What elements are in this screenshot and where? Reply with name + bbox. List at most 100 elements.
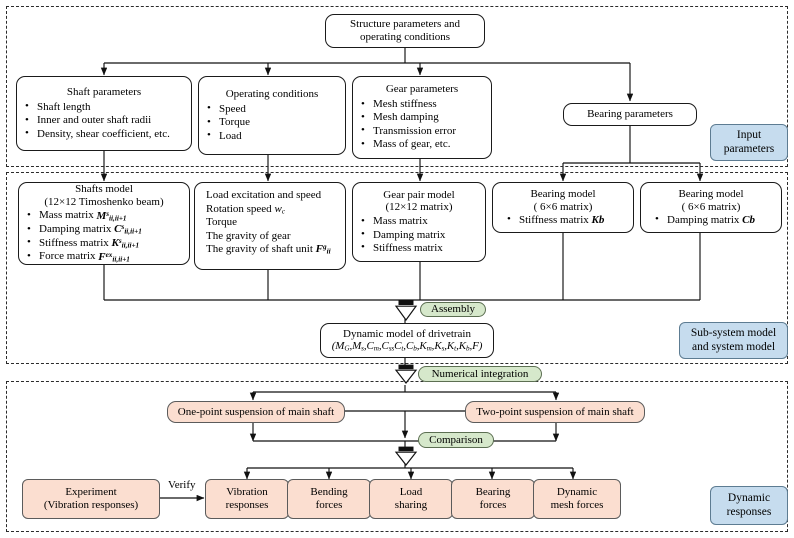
gear-pair-title: Gear pair model — [383, 188, 455, 201]
item-text: Damping matrix — [39, 223, 112, 236]
node-bearing-forces[interactable]: Bearing forces — [451, 479, 535, 519]
node-bearing-model-stiffness[interactable]: Bearing model ( 6×6 matrix) Stiffness ma… — [492, 182, 634, 233]
load-excitation-line-4: The gravity of shaft unit Fgii — [206, 243, 331, 256]
list-item: Density, shear coefficient, etc. — [22, 127, 186, 141]
section-label-dynamic-line1: Dynamic — [727, 492, 771, 505]
gear-parameters-list: Mesh stiffness Mesh damping Transmission… — [358, 98, 486, 152]
list-item: Force matrix Fexii,ii+1 — [24, 250, 184, 264]
load-sharing-line2: sharing — [394, 499, 428, 511]
two-point-suspension-label: Two-point suspension of main shaft — [476, 405, 634, 418]
dynamic-model-title: Dynamic model of drivetrain — [343, 327, 471, 340]
list-item: Mesh damping — [358, 111, 486, 125]
dynamic-model-formula: (MG,Ms,Cm,CssCt,Cb,Km,Ks,Kt,Kb,F) — [331, 340, 483, 353]
label-comparison[interactable]: Comparison — [418, 432, 494, 448]
item-symbol: Cb — [742, 213, 755, 226]
section-frame-dynamic — [6, 381, 788, 532]
item-symbol: Kb — [591, 213, 605, 226]
list-item: Mesh stiffness — [358, 98, 486, 112]
gear-pair-list: Mass matrix Damping matrix Stiffness mat… — [358, 215, 480, 256]
shaft-parameters-list: Shaft length Inner and outer shaft radii… — [22, 100, 186, 141]
section-label-dynamic-line2: responses — [726, 505, 772, 518]
node-shafts-model[interactable]: Shafts model (12×12 Timoshenko beam) Mas… — [18, 182, 190, 265]
list-item: Stiffness matrix — [358, 241, 480, 255]
load-excitation-line-3: The gravity of gear — [206, 229, 291, 242]
node-one-point-suspension[interactable]: One-point suspension of main shaft — [167, 401, 345, 423]
list-item: Speed — [204, 102, 340, 116]
list-item: Mass matrix — [358, 215, 480, 229]
section-label-subsystem-line2: and system model — [691, 340, 776, 353]
assembly-label-text: Assembly — [431, 303, 475, 316]
bending-forces-line2: forces — [315, 499, 343, 511]
vibration-responses-line1: Vibration — [226, 486, 268, 499]
node-bearing-parameters[interactable]: Bearing parameters — [563, 103, 697, 126]
operating-conditions-title: Operating conditions — [225, 88, 319, 101]
dynamic-mesh-forces-line1: Dynamic — [556, 486, 598, 499]
label-assembly[interactable]: Assembly — [420, 302, 486, 317]
node-experiment[interactable]: Experiment (Vibration responses) — [22, 479, 160, 519]
bearing-damping-subtitle: ( 6×6 matrix) — [681, 200, 741, 213]
shaft-parameters-title: Shaft parameters — [66, 86, 142, 99]
node-bending-forces[interactable]: Bending forces — [287, 479, 371, 519]
item-text: Mass matrix — [39, 209, 94, 222]
node-title-line2: operating conditions — [359, 31, 451, 43]
list-item: Stiffness matrix Kb — [504, 213, 628, 227]
node-vibration-responses[interactable]: Vibration responses — [205, 479, 289, 519]
node-title-line1: Structure parameters and — [350, 18, 460, 31]
one-point-suspension-label: One-point suspension of main shaft — [177, 405, 335, 418]
shafts-model-title: Shafts model — [75, 182, 133, 195]
section-frame-input — [6, 6, 788, 167]
item-text: Stiffness matrix — [39, 236, 109, 249]
list-item: Load — [204, 129, 340, 143]
list-item: Damping matrix Cb — [652, 213, 776, 227]
list-item: Stiffness matrix Ksii,ii+1 — [24, 236, 184, 251]
shafts-model-list: Mass matrix Msii,ii+1 Damping matrix Csi… — [24, 209, 184, 264]
shafts-model-subtitle: (12×12 Timoshenko beam) — [44, 195, 164, 208]
node-dynamic-model-of-drivetrain[interactable]: Dynamic model of drivetrain (MG,Ms,Cm,Cs… — [320, 323, 494, 358]
label-verify: Verify — [168, 479, 196, 491]
comparison-label-text: Comparison — [429, 433, 483, 446]
node-operating-conditions[interactable]: Operating conditions Speed Torque Load — [198, 76, 346, 155]
node-load-sharing[interactable]: Load sharing — [369, 479, 453, 519]
load-excitation-title: Load excitation and speed — [206, 189, 322, 201]
experiment-line1: Experiment — [65, 486, 117, 499]
load-excitation-line-2: Torque — [206, 216, 237, 229]
node-shaft-parameters[interactable]: Shaft parameters Shaft length Inner and … — [16, 76, 192, 151]
node-load-excitation-and-speed[interactable]: Load excitation and speed Rotation speed… — [194, 182, 346, 270]
item-text: Force matrix — [39, 250, 96, 263]
assembly-arrow-icon — [394, 299, 418, 322]
list-item: Torque — [204, 116, 340, 130]
section-label-input-line1: Input — [736, 129, 762, 142]
numerical-integration-label-text: Numerical integration — [431, 367, 529, 380]
list-item: Inner and outer shaft radii — [22, 114, 186, 128]
load-sharing-line1: Load — [399, 486, 423, 499]
item-symbol: Fexii,ii+1 — [98, 250, 130, 264]
gear-pair-subtitle: (12×12 matrix) — [385, 201, 453, 214]
item-symbol: Csii,ii+1 — [114, 223, 142, 236]
operating-conditions-list: Speed Torque Load — [204, 102, 340, 143]
gear-parameters-title: Gear parameters — [385, 83, 459, 96]
node-gear-parameters[interactable]: Gear parameters Mesh stiffness Mesh damp… — [352, 76, 492, 159]
list-item: Mass of gear, etc. — [358, 138, 486, 152]
node-gear-pair-model[interactable]: Gear pair model (12×12 matrix) Mass matr… — [352, 182, 486, 262]
list-item: Damping matrix — [358, 228, 480, 242]
item-symbol: Ksii,ii+1 — [111, 236, 140, 250]
section-label-dynamic: Dynamic responses — [710, 486, 788, 525]
node-dynamic-mesh-forces[interactable]: Dynamic mesh forces — [533, 479, 621, 519]
bearing-stiffness-list: Stiffness matrix Kb — [498, 213, 628, 227]
label-numerical-integration[interactable]: Numerical integration — [418, 366, 542, 382]
node-two-point-suspension[interactable]: Two-point suspension of main shaft — [465, 401, 645, 423]
dynamic-mesh-forces-line2: mesh forces — [550, 499, 604, 511]
section-label-subsystem-line1: Sub-system model — [690, 327, 777, 340]
bearing-forces-line2: forces — [479, 499, 507, 511]
node-structure-parameters[interactable]: Structure parameters and operating condi… — [325, 14, 485, 48]
bearing-stiffness-title: Bearing model — [530, 188, 596, 201]
load-excitation-line-1: Rotation speed wc — [206, 202, 285, 216]
bearing-forces-line1: Bearing — [475, 486, 511, 499]
node-bearing-model-damping[interactable]: Bearing model ( 6×6 matrix) Damping matr… — [640, 182, 782, 233]
bearing-damping-title: Bearing model — [678, 188, 744, 201]
list-item: Mass matrix Msii,ii+1 — [24, 209, 184, 223]
bearing-stiffness-subtitle: ( 6×6 matrix) — [533, 200, 593, 213]
vibration-responses-line2: responses — [225, 499, 269, 511]
section-label-input: Input parameters — [710, 124, 788, 161]
